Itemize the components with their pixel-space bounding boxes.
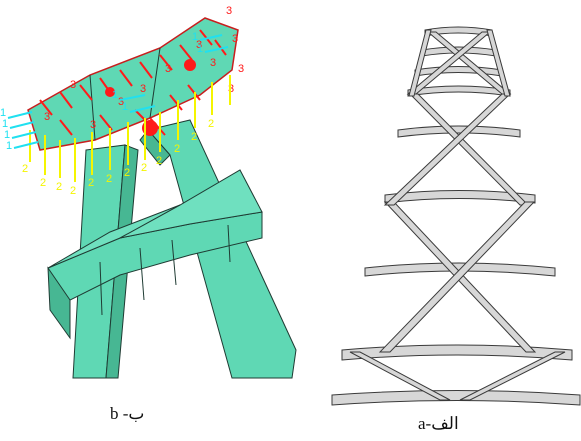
load-markers-red: 3 3 3 3 3 3 3 3 3 3 3 3 bbox=[39, 5, 244, 136]
load-label-red: 3 bbox=[90, 119, 96, 131]
ring-5 bbox=[397, 125, 521, 138]
diagonal-member bbox=[349, 351, 451, 401]
load-label-red: 3 bbox=[238, 63, 244, 75]
load-label-red: 3 bbox=[44, 111, 50, 123]
solid-model-figure: 3 3 3 3 3 3 3 3 3 3 3 3 2 2 bbox=[0, 5, 297, 379]
load-label-yellow: 2 bbox=[106, 173, 112, 185]
load-label-red: 3 bbox=[140, 83, 146, 95]
ring-segment-end bbox=[47, 266, 71, 340]
panel-b-solid-model: 3 3 3 3 3 3 3 3 3 3 3 3 2 2 bbox=[0, 0, 300, 385]
load-label-red: 3 bbox=[226, 5, 232, 17]
load-label-yellow: 2 bbox=[156, 155, 162, 167]
load-label-red: 3 bbox=[118, 96, 124, 108]
caption-b: ب- b bbox=[110, 404, 145, 423]
load-markers-yellow: 2 2 2 2 2 2 2 2 2 2 2 2 bbox=[22, 75, 231, 197]
load-label-yellow: 2 bbox=[208, 118, 214, 130]
diagonal-member bbox=[378, 201, 536, 353]
load-label-red: 3 bbox=[210, 57, 216, 69]
ring-8 bbox=[341, 344, 573, 361]
load-label-cyan: 1 bbox=[0, 107, 6, 119]
load-label-yellow: 2 bbox=[124, 167, 130, 179]
load-label-yellow: 2 bbox=[56, 181, 62, 193]
panel-a-lattice-tower bbox=[330, 0, 581, 412]
load-label-red: 3 bbox=[196, 39, 202, 51]
load-label-cyan: 1 bbox=[112, 89, 118, 101]
ring-3 bbox=[414, 66, 503, 77]
load-label-red: 3 bbox=[232, 33, 238, 45]
ring-9 bbox=[331, 390, 581, 406]
load-label-yellow: 2 bbox=[70, 185, 76, 197]
load-markers-cyan: 1 1 1 1 1 1 1 1 bbox=[0, 31, 229, 152]
load-label-cyan: 1 bbox=[4, 129, 10, 141]
load-label-yellow: 2 bbox=[191, 131, 197, 143]
lattice-tower-figure bbox=[331, 26, 581, 406]
caption-a: الف-a bbox=[418, 414, 459, 433]
diagonal-member bbox=[383, 93, 512, 206]
load-label-red: 3 bbox=[70, 79, 76, 91]
load-label-cyan: 1 bbox=[192, 31, 198, 43]
edge-post bbox=[408, 29, 432, 97]
load-label-yellow: 2 bbox=[40, 177, 46, 189]
load-label-yellow: 2 bbox=[174, 143, 180, 155]
load-label-red: 3 bbox=[228, 83, 234, 95]
load-label-yellow: 2 bbox=[22, 163, 28, 175]
load-label-cyan: 1 bbox=[6, 140, 12, 152]
ring-6 bbox=[384, 190, 536, 204]
right-leg-edge bbox=[139, 129, 171, 166]
load-label-cyan: 1 bbox=[197, 43, 203, 55]
load-label-yellow: 2 bbox=[88, 177, 94, 189]
load-label-red: 3 bbox=[165, 63, 171, 75]
diagonal-member bbox=[408, 93, 530, 206]
diagonal-member bbox=[459, 351, 566, 401]
load-label-cyan: 1 bbox=[2, 118, 8, 130]
load-label-cyan: 1 bbox=[122, 101, 128, 113]
load-label-yellow: 2 bbox=[141, 162, 147, 174]
edge-post bbox=[486, 29, 511, 97]
